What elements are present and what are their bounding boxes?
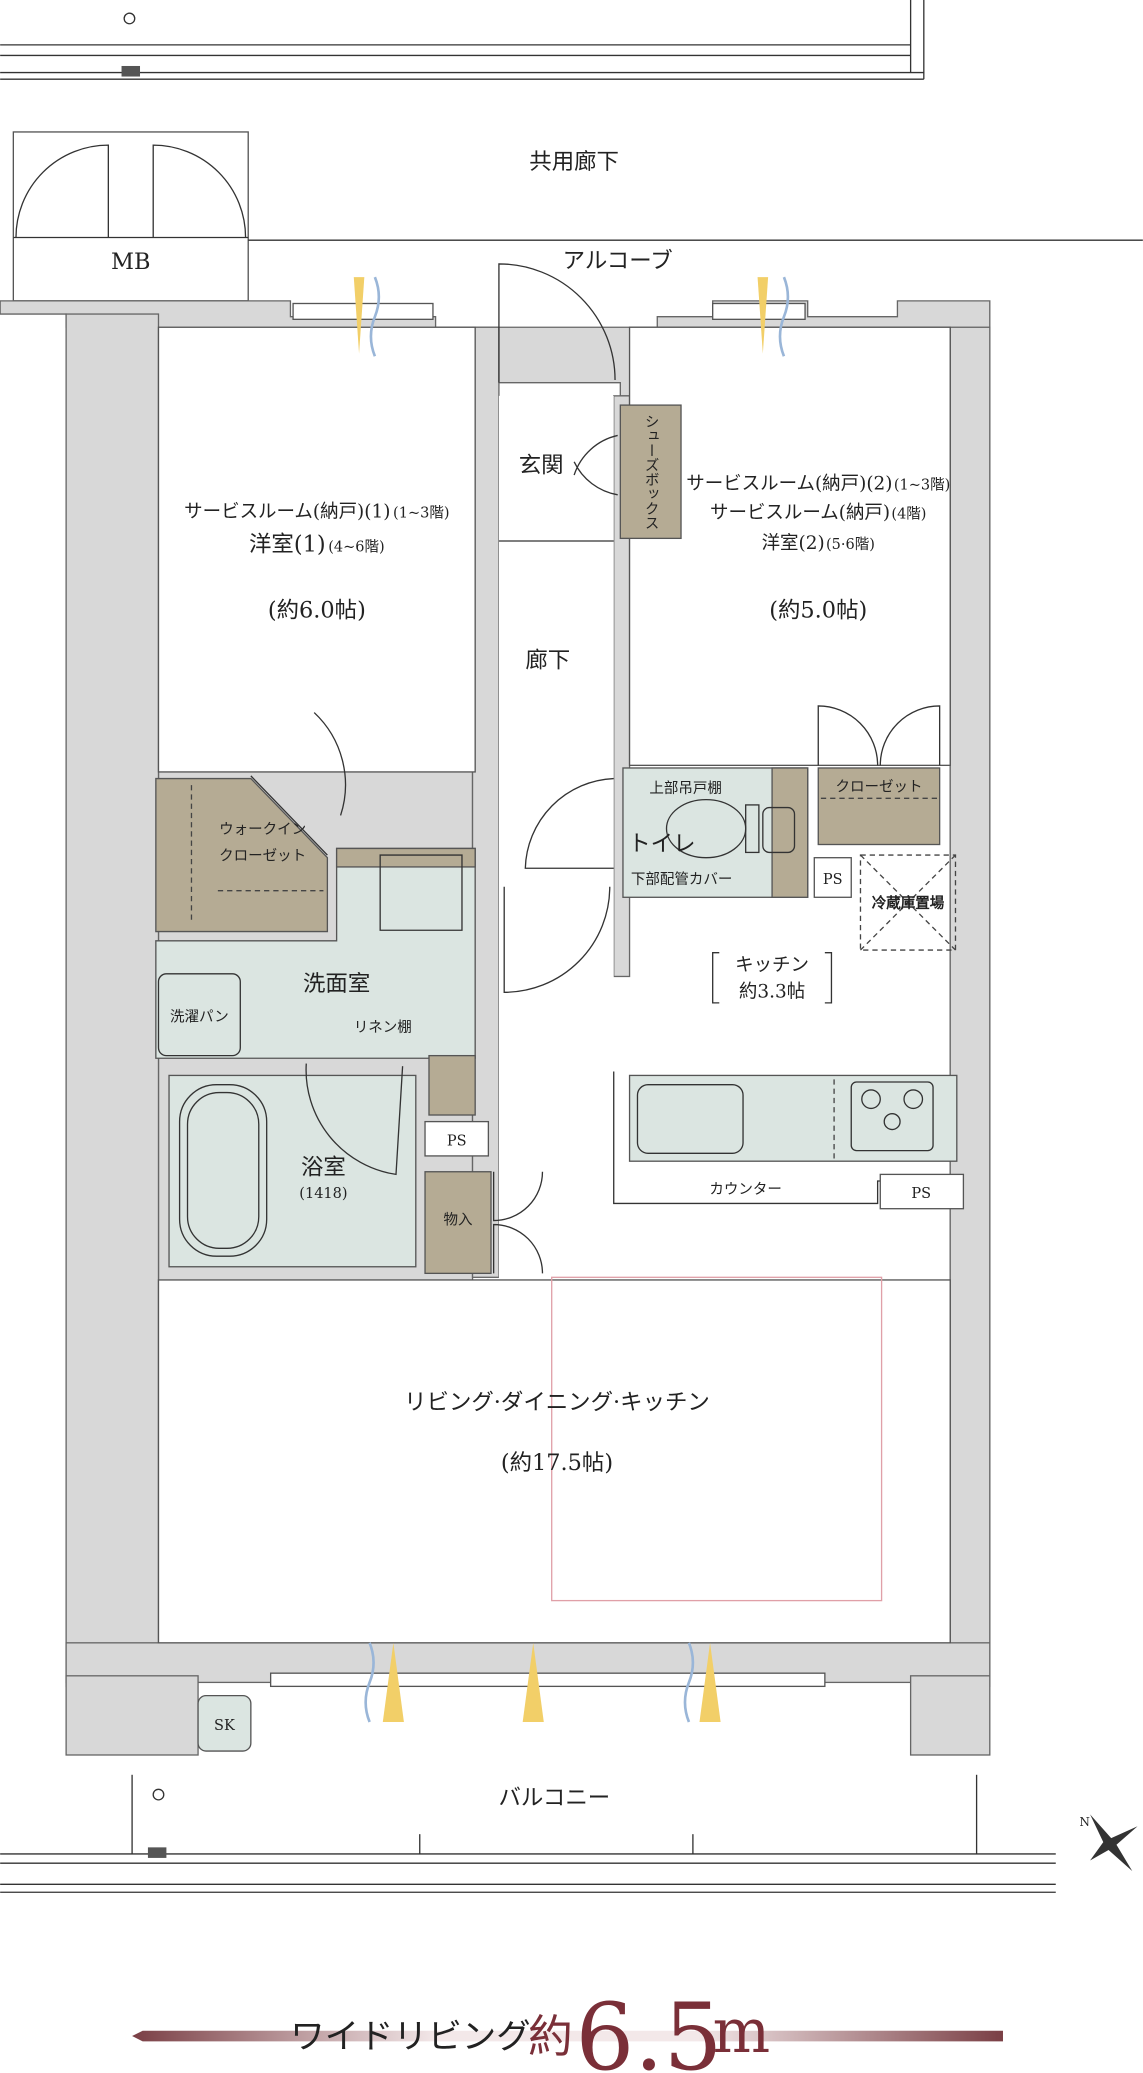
room2-line2-note: (4階) xyxy=(891,506,926,523)
entrance-door[interactable] xyxy=(498,263,616,383)
shoe-box-label: シューズボックス xyxy=(643,414,659,530)
ps-label: PS xyxy=(823,872,843,888)
room1-size: (約6.0帖) xyxy=(268,598,366,624)
toilet: 上部吊戸棚 トイレ 下部配管カバー xyxy=(622,767,809,898)
toilet-door[interactable] xyxy=(524,777,614,869)
upper-cabinet-label: 上部吊戸棚 xyxy=(649,780,722,797)
ps-box-toilet: PS xyxy=(813,857,852,898)
bathroom-size: (1418) xyxy=(299,1186,347,1202)
ps-box-kitchen: PS xyxy=(879,1173,965,1210)
room1-line2: 洋室(1) xyxy=(249,532,326,558)
walk-in-closet: ウォークイン クローゼット xyxy=(155,712,347,933)
room2-line2-row: サービスルーム(納戸)(4階) xyxy=(710,503,926,524)
service-room-1: サービスルーム(納戸)(1)(1~3階) 洋室(1)(4~6階) (約6.0帖) xyxy=(157,326,476,773)
mb-label: MB xyxy=(111,249,150,275)
entrance-label: 玄関 xyxy=(519,452,564,478)
service-room-2: サービスルーム(納戸)(2)(1~3階) サービスルーム(納戸)(4階) 洋室(… xyxy=(628,326,951,766)
upper-balcony-rail xyxy=(0,0,925,80)
storage-label: 物入 xyxy=(444,1212,473,1229)
balcony-label: バルコニー xyxy=(499,1785,611,1811)
wide-living-banner: ワイドリビング 約 6.5 m xyxy=(132,1983,1003,2073)
ps-label: PS xyxy=(447,1133,467,1149)
room2-line3-note: (5·6階) xyxy=(826,536,875,553)
shared-corridor-label: 共用廊下 xyxy=(529,149,619,175)
balcony-rail xyxy=(0,1774,1056,1893)
room2-size: (約5.0帖) xyxy=(769,598,867,624)
compass-north: N xyxy=(1080,1815,1090,1829)
washroom-label: 洗面室 xyxy=(303,971,370,997)
ldk-label: リビング·ダイニング·キッチン xyxy=(404,1389,710,1415)
sk-label: SK xyxy=(214,1718,236,1734)
slop-sink: SK xyxy=(197,1694,252,1752)
washing-pan-label: 洗濯パン xyxy=(170,1008,229,1025)
kitchen: キッチン 約3.3帖 カウンター xyxy=(613,952,958,1205)
wic-label-2: クローゼット xyxy=(219,847,306,864)
hallway-label: 廊下 xyxy=(525,648,570,674)
kitchen-size: 約3.3帖 xyxy=(739,982,805,1003)
shoe-box: シューズボックス xyxy=(619,404,682,540)
storage: 物入 xyxy=(424,1171,544,1275)
banner-prefix: 約 xyxy=(528,2010,573,2063)
washroom-door[interactable] xyxy=(503,886,611,993)
linen-shelf-label: リネン棚 xyxy=(354,1019,412,1036)
bathroom-label: 浴室 xyxy=(301,1154,346,1180)
ldk-size: (約17.5帖) xyxy=(501,1450,613,1476)
banner-unit: m xyxy=(713,1997,771,2067)
room2-line1-row: サービスルーム(納戸)(2)(1~3階) xyxy=(686,474,950,495)
room2-line3: 洋室(2) xyxy=(762,533,825,554)
toilet-label: トイレ xyxy=(628,831,695,857)
meter-box: MB xyxy=(12,131,249,302)
ps-label: PS xyxy=(911,1186,931,1202)
room1-line1-row: サービスルーム(納戸)(1)(1~3階) xyxy=(184,501,449,522)
wic-label-1: ウォークイン xyxy=(219,821,306,838)
room2-line1: サービスルーム(納戸)(2) xyxy=(686,474,892,495)
banner-value: 6.5 xyxy=(575,1983,722,2073)
windows xyxy=(269,276,826,1723)
room2-line1-note: (1~3階) xyxy=(894,477,950,494)
alcove-label: アルコーブ xyxy=(563,248,673,274)
banner-label: ワイドリビング xyxy=(290,2017,530,2057)
kitchen-label: キッチン xyxy=(735,955,809,976)
room1-line1-note: (1~3階) xyxy=(393,504,449,521)
counter-label: カウンター xyxy=(709,1181,781,1198)
room1-line2-row: 洋室(1)(4~6階) xyxy=(249,532,385,558)
compass-icon: N xyxy=(1080,1814,1138,1872)
living-dining-kitchen: リビング·ダイニング·キッチン (約17.5帖) xyxy=(157,1276,951,1644)
ps-box-bath: PS xyxy=(424,1120,490,1157)
room2-line3-row: 洋室(2)(5·6階) xyxy=(762,533,875,554)
closet: クローゼット xyxy=(817,767,941,846)
fridge-label: 冷蔵庫置場 xyxy=(872,894,945,912)
room1-line2-note: (4~6階) xyxy=(328,539,384,556)
room1-line1: サービスルーム(納戸)(1) xyxy=(184,501,390,522)
closet-label: クローゼット xyxy=(835,779,922,796)
washroom: 洗濯パン 洗面室 リネン棚 xyxy=(155,847,476,1116)
room2-line2: サービスルーム(納戸) xyxy=(710,503,890,524)
bathroom: 浴室 (1418) xyxy=(168,1063,417,1268)
pipe-cover-label: 下部配管カバー xyxy=(631,871,733,888)
fridge-space: 冷蔵庫置場 xyxy=(859,854,957,951)
